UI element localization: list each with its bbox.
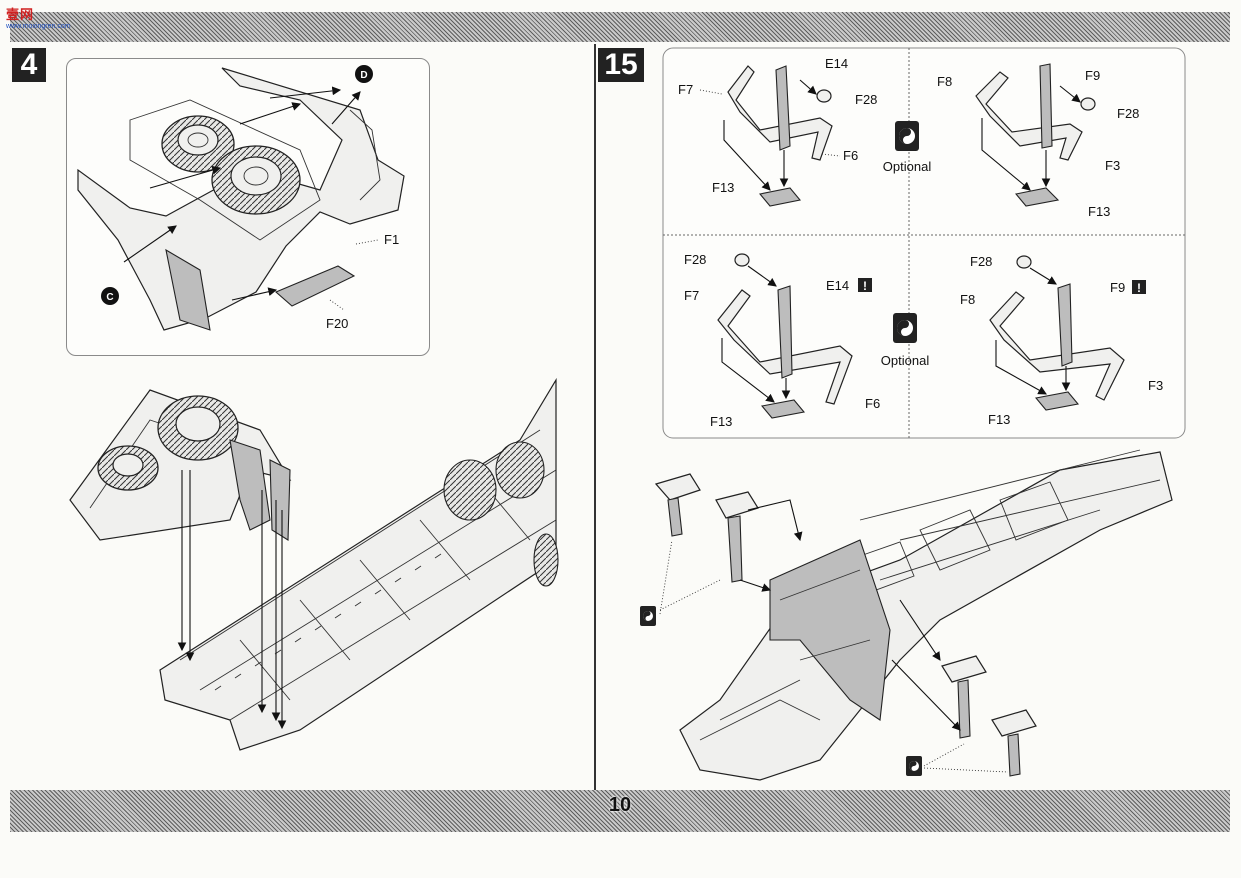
- tire-icon: [495, 441, 545, 499]
- yin-yang-icon: [893, 313, 917, 343]
- q2-label-f9: F9: [1085, 68, 1100, 83]
- q2-label-f3: F3: [1105, 158, 1120, 173]
- site-logo: 壹网 www.moxingren.com: [6, 4, 71, 36]
- option-quadrant-1: F7 E14 F28 F6 F13: [678, 56, 877, 207]
- page-number: 10: [608, 794, 632, 816]
- tire-icon: [97, 445, 159, 491]
- exclamation-icon: !: [858, 278, 872, 293]
- tire-icon: [157, 395, 239, 461]
- option-quadrant-4: F28 F8 F9 ! F3 F13: [960, 254, 1163, 427]
- q4-label-f8: F8: [960, 292, 975, 307]
- q2-label-f28: F28: [1117, 106, 1139, 121]
- q3-label-f6: F6: [865, 396, 880, 411]
- step-14-inset-drawing: C D F1 F20: [77, 65, 405, 331]
- svg-text:!: !: [863, 279, 867, 293]
- step-14-number: 4: [12, 48, 46, 82]
- yin-yang-icon: [906, 756, 922, 776]
- q2-label-f13: F13: [1088, 204, 1110, 219]
- tire-icon: [211, 145, 301, 215]
- tire-icon: [533, 533, 559, 587]
- tire-icon: [161, 115, 235, 173]
- svg-text:!: !: [1137, 281, 1141, 295]
- site-logo-text: 壹网: [6, 7, 35, 22]
- yin-yang-icon: [640, 606, 656, 626]
- step-15-number: 15: [598, 48, 644, 82]
- step-15-options-drawing: F7 E14 F28 F6 F13 F8 F9 F28 F3 F13: [662, 47, 1186, 439]
- q4-label-f13: F13: [988, 412, 1010, 427]
- option-quadrant-2: F8 F9 F28 F3 F13: [937, 63, 1139, 219]
- q4-label-f3: F3: [1148, 378, 1163, 393]
- q2-label-f8: F8: [937, 74, 952, 89]
- tire-icon: [443, 459, 497, 521]
- q1-label-f13: F13: [712, 180, 734, 195]
- marker-d: D: [360, 70, 367, 81]
- header-bar: [10, 12, 1230, 42]
- footer-bar: 10: [10, 790, 1230, 832]
- q3-label-e14: E14: [826, 278, 849, 293]
- step-14-number-digit: 4: [20, 48, 38, 81]
- marker-c: C: [106, 292, 113, 303]
- step-15-chassis-drawing: [640, 449, 1173, 781]
- q1-label-f28: F28: [855, 92, 877, 107]
- q3-label-f13: F13: [710, 414, 732, 429]
- q3-label-f7: F7: [684, 288, 699, 303]
- step-14-chassis-drawing: [69, 377, 559, 751]
- optional-label-bottom: Optional: [881, 353, 930, 368]
- q3-label-f28: F28: [684, 252, 706, 267]
- q1-label-f6: F6: [843, 148, 858, 163]
- site-logo-url: www.moxingren.com: [6, 23, 71, 30]
- q1-label-e14: E14: [825, 56, 848, 71]
- q1-label-f7: F7: [678, 82, 693, 97]
- option-quadrant-3: F28 E14 ! F7 F6 F13: [684, 252, 880, 429]
- part-label-f1: F1: [384, 232, 399, 247]
- yin-yang-icon: [895, 121, 919, 151]
- exclamation-icon: !: [1132, 280, 1146, 295]
- q4-label-f28: F28: [970, 254, 992, 269]
- optional-label-top: Optional: [883, 159, 932, 174]
- q4-label-f9: F9: [1110, 280, 1125, 295]
- page-divider: [594, 44, 596, 790]
- part-label-f20: F20: [326, 316, 348, 331]
